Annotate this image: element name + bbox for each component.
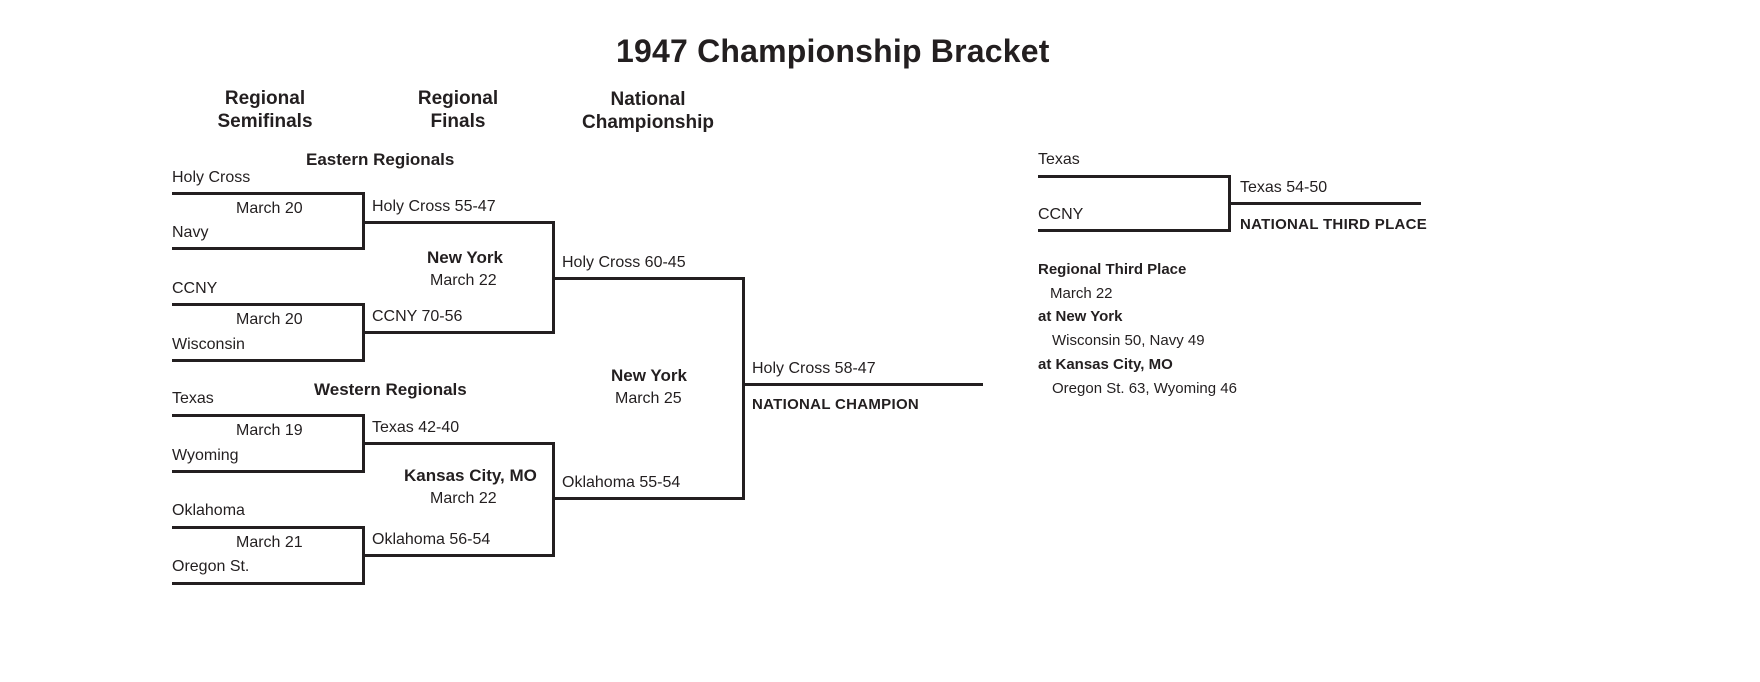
bracket-line <box>172 192 365 195</box>
team-east-semi2-top: CCNY <box>172 280 218 297</box>
site-championship: New York <box>611 366 687 385</box>
bracket-line <box>745 383 983 386</box>
bracket-line <box>552 442 555 555</box>
bracket-line <box>742 277 745 500</box>
bracket-line <box>362 526 365 585</box>
team-west-semi2-top: Oklahoma <box>172 502 245 519</box>
regional-third-heading: Regional Third Place <box>1038 261 1187 278</box>
site-west-final: Kansas City, MO <box>404 466 537 485</box>
team-west-semi1-top: Texas <box>172 390 214 407</box>
team-west-semi1-bottom: Wyoming <box>172 447 239 464</box>
bracket-line <box>555 277 745 280</box>
regional-third-site-2: at Kansas City, MO <box>1038 356 1173 373</box>
bracket-line <box>365 331 555 334</box>
result-championship: Holy Cross 58-47 <box>752 360 876 377</box>
bracket-line <box>172 303 365 306</box>
team-east-semi1-top: Holy Cross <box>172 169 251 186</box>
bracket-line <box>365 442 555 445</box>
result-east-semi1: Holy Cross 55-47 <box>372 198 496 215</box>
date-championship: March 25 <box>615 390 682 407</box>
result-east-final: Holy Cross 60-45 <box>562 254 686 271</box>
date-east-semi2: March 20 <box>236 311 303 328</box>
regional-third-game-2: Oregon St. 63, Wyoming 46 <box>1052 380 1237 397</box>
bracket-line <box>1038 175 1231 178</box>
region-label-eastern: Eastern Regionals <box>306 150 455 169</box>
result-east-semi2: CCNY 70-56 <box>372 308 463 325</box>
team-east-semi2-bottom: Wisconsin <box>172 336 245 353</box>
date-west-final: March 22 <box>430 490 497 507</box>
bracket-line <box>172 582 365 585</box>
regional-third-date: March 22 <box>1050 285 1113 302</box>
bracket-line <box>1231 202 1421 205</box>
national-third-place-label: NATIONAL THIRD PLACE <box>1240 216 1428 233</box>
bracket-line <box>365 554 555 557</box>
column-header-regional-semifinals: Regional Semifinals <box>185 87 345 133</box>
bracket-line <box>172 470 365 473</box>
team-east-semi1-bottom: Navy <box>172 224 209 241</box>
team-west-semi2-bottom: Oregon St. <box>172 558 250 575</box>
result-west-semi2: Oklahoma 56-54 <box>372 531 491 548</box>
bracket-line <box>172 247 365 250</box>
bracket-line <box>172 414 365 417</box>
team-third-place-bottom: CCNY <box>1038 206 1084 223</box>
site-east-final: New York <box>427 248 503 267</box>
national-champion-label: NATIONAL CHAMPION <box>752 396 920 413</box>
column-header-line2: Semifinals <box>217 111 313 132</box>
result-west-semi1: Texas 42-40 <box>372 419 460 436</box>
bracket-line <box>172 526 365 529</box>
region-label-western: Western Regionals <box>314 380 467 399</box>
date-east-semi1: March 20 <box>236 200 303 217</box>
page-title: 1947 Championship Bracket <box>616 33 1050 69</box>
column-header-line1: Regional <box>224 88 306 109</box>
column-header-line2: Finals <box>430 111 486 132</box>
bracket-line <box>362 303 365 362</box>
column-header-regional-finals: Regional Finals <box>378 87 538 133</box>
column-header-line1: National <box>610 89 686 110</box>
regional-third-game-1: Wisconsin 50, Navy 49 <box>1052 332 1205 349</box>
date-west-semi2: March 21 <box>236 534 303 551</box>
column-header-national-championship: National Championship <box>568 88 728 134</box>
result-west-final: Oklahoma 55-54 <box>562 474 681 491</box>
bracket-line <box>362 192 365 250</box>
bracket-line <box>365 221 555 224</box>
column-header-line1: Regional <box>417 88 499 109</box>
regional-third-site-1: at New York <box>1038 308 1123 325</box>
date-west-semi1: March 19 <box>236 422 303 439</box>
team-third-place-top: Texas <box>1038 151 1080 168</box>
column-header-line2: Championship <box>582 112 714 133</box>
bracket-line <box>555 497 745 500</box>
bracket-line <box>1228 175 1231 232</box>
bracket-line <box>1038 229 1231 232</box>
result-third-place: Texas 54-50 <box>1240 179 1328 196</box>
bracket-line <box>552 221 555 334</box>
date-east-final: March 22 <box>430 272 497 289</box>
bracket-line <box>172 359 365 362</box>
bracket-line <box>362 414 365 473</box>
